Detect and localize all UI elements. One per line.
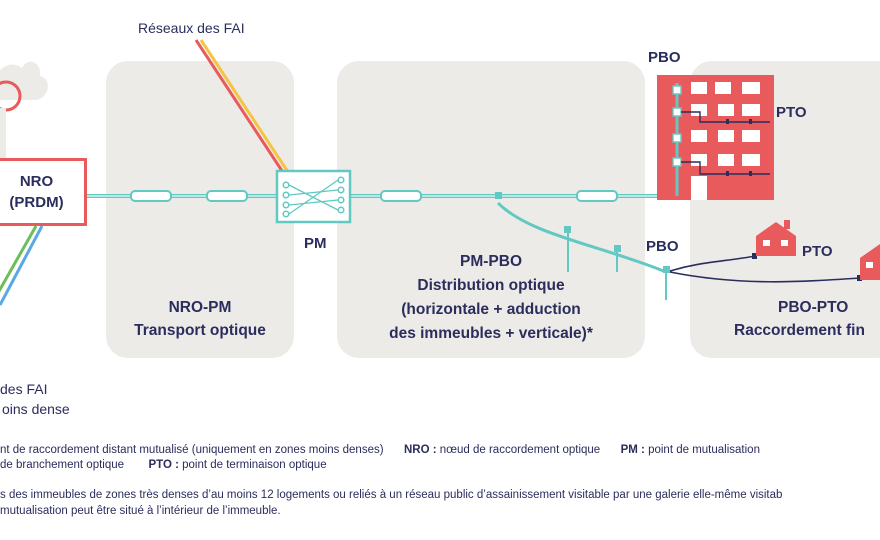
prdm-label: (PRDM) (9, 194, 64, 211)
isp-networks-bottom-line2: oins dense (2, 401, 70, 417)
cable-joint (576, 190, 618, 202)
legend-nro-def: nœud de raccordement optique (436, 444, 601, 456)
pm-cabinet-icon (275, 169, 352, 224)
isp-fiber-yellow (199, 39, 292, 176)
pbo-top-label: PBO (648, 49, 681, 66)
section-pm-pbo: PM-PBO Distribution optique (horizontale… (337, 250, 645, 346)
legend-pm-key: PM : (620, 444, 645, 456)
section-pm-pbo-title: PM-PBO (460, 253, 522, 270)
section-pbo-pto-title: PBO-PTO (778, 299, 849, 316)
legend-line-2: de branchement optique PTO : point de te… (0, 459, 327, 471)
section-pm-pbo-line2: Distribution optique (417, 277, 565, 294)
nro-label: NRO (19, 173, 54, 190)
cable-joint (206, 190, 248, 202)
section-nro-pm-subtitle: Transport optique (134, 322, 266, 339)
cable-joint (380, 190, 422, 202)
legend-footnote-2: mutualisation peut être situé à l’intéri… (0, 505, 281, 517)
nro-box: NRO (PRDM) (0, 158, 87, 226)
cloud-icon (0, 61, 48, 160)
pm-label: PM (304, 235, 327, 252)
drop-cable-1 (669, 255, 757, 272)
pto-top-label: PTO (776, 104, 807, 121)
legend-pbo-def: de branchement optique (0, 459, 125, 471)
isp-fiber-green (0, 225, 38, 293)
legend-footnote-1: s des immeubles de zones très denses d’a… (0, 489, 783, 501)
building-icon (657, 75, 774, 200)
panel-nro-pm (106, 61, 294, 358)
splice-point (495, 192, 502, 199)
branch-fiber (496, 201, 667, 274)
legend-pm-def: point de mutualisation (644, 444, 760, 456)
isp-fiber-blue (0, 225, 44, 306)
legend-prdm-def: nt de raccordement distant mutualisé (un… (0, 444, 384, 456)
pbo-mid-label: PBO (646, 238, 679, 255)
section-pbo-pto: PBO-PTO Raccordement fin (734, 296, 865, 342)
isp-networks-bottom: des FAI oins dense (0, 379, 70, 419)
legend-nro-key: NRO : (403, 444, 437, 456)
section-nro-pm: NRO-PM Transport optique (106, 296, 294, 342)
section-nro-pm-title: NRO-PM (168, 299, 232, 316)
section-pm-pbo-line3: (horizontale + adduction (401, 301, 581, 318)
legend-pto-key: PTO : (148, 459, 179, 471)
isp-fiber-coral (194, 39, 288, 178)
drop-cable-2 (669, 271, 861, 283)
panel-pm-pbo (337, 61, 645, 358)
isp-networks-label: Réseaux des FAI (138, 20, 245, 36)
legend-line-1: nt de raccordement distant mutualisé (un… (0, 444, 760, 456)
house-icon (756, 220, 796, 256)
house-icon (860, 244, 880, 280)
pto-house-label: PTO (802, 243, 833, 260)
cable-joint (130, 190, 172, 202)
section-pbo-pto-subtitle: Raccordement fin (734, 322, 865, 339)
legend-pto-def: point de terminaison optique (178, 459, 327, 471)
section-pm-pbo-line4: des immeubles + verticale)* (389, 325, 593, 342)
isp-networks-bottom-line1: des FAI (0, 381, 48, 397)
